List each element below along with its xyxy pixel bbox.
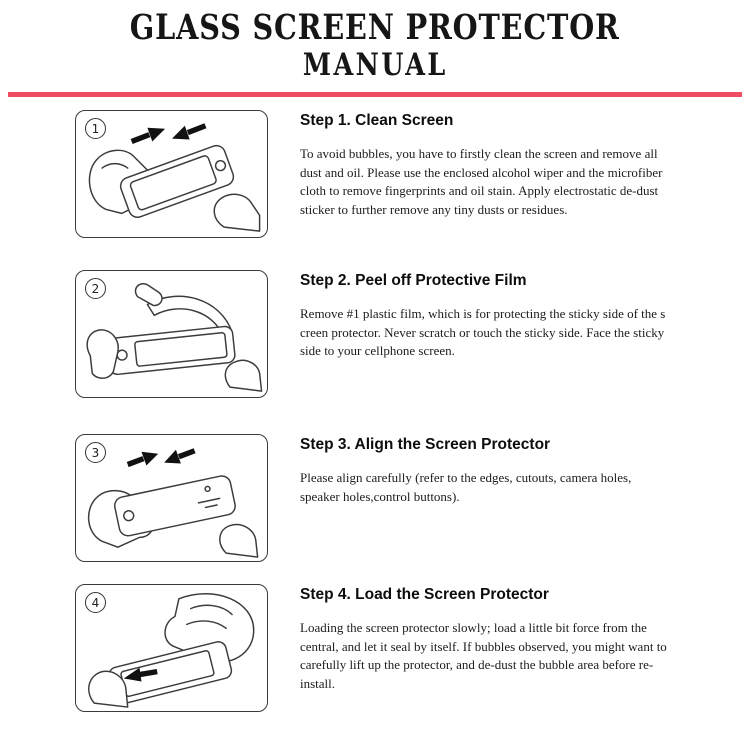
step-body: Loading the screen protector slowly; loa…: [300, 620, 667, 691]
step-row-2: 2 Step 2. Peel off Pr: [75, 270, 750, 399]
phone-illustration: [119, 145, 235, 219]
step3-illustration: 3: [75, 434, 268, 563]
title-line-2: MANUAL: [302, 46, 448, 83]
manual-steps: 1: [0, 97, 750, 713]
load-protector-illustration-icon: [88, 593, 255, 709]
peeling-film-illustration: [134, 283, 233, 338]
step-heading: Step 1. Clean Screen: [300, 112, 454, 130]
right-hand-illustration: [219, 524, 259, 559]
step1-illustration: 1: [75, 110, 268, 239]
press-arrow-icon: [123, 667, 158, 682]
step-number-badge: 3: [85, 442, 106, 464]
pressing-hand-illustration: [164, 593, 255, 664]
step-body: Please align carefully (refer to the edg…: [300, 470, 632, 504]
peel-film-illustration-icon: [86, 283, 263, 393]
step-number-badge: 2: [85, 278, 106, 300]
clean-screen-illustration-icon: [88, 123, 261, 233]
step-row-4: 4 Step 4.: [75, 584, 750, 713]
step-heading: Step 2. Peel off Protective Film: [300, 272, 527, 290]
align-arrows-icon: [126, 448, 196, 468]
manual-title: GLASS SCREEN PROTECTOR MANUAL: [0, 0, 750, 81]
thumb-illustration: [86, 329, 119, 380]
align-protector-illustration-icon: [87, 448, 259, 559]
step-row-1: 1: [75, 110, 750, 239]
wipe-arrows-icon: [130, 123, 207, 145]
step-heading: Step 4. Load the Screen Protector: [300, 586, 549, 604]
step-number-badge: 4: [85, 592, 106, 614]
step-body: To avoid bubbles, you have to firstly cl…: [300, 146, 663, 217]
step-row-3: 3: [75, 434, 750, 563]
step3-text: Step 3. Align the Screen Protector Pleas…: [300, 434, 672, 506]
phone-illustration: [106, 326, 236, 376]
phone-illustration: [108, 641, 233, 705]
step1-text: Step 1. Clean Screen To avoid bubbles, y…: [300, 110, 672, 219]
right-hand-illustration: [213, 193, 261, 233]
step4-illustration: 4: [75, 584, 268, 713]
title-divider: [8, 92, 742, 98]
title-line-1: GLASS SCREEN PROTECTOR: [130, 7, 620, 48]
step-heading: Step 3. Align the Screen Protector: [300, 436, 551, 454]
step2-illustration: 2: [75, 270, 268, 399]
step-number-badge: 1: [85, 118, 106, 140]
step4-text: Step 4. Load the Screen Protector Loadin…: [300, 584, 672, 693]
step2-text: Step 2. Peel off Protective Film Remove …: [300, 270, 672, 360]
phone-illustration: [113, 475, 236, 537]
left-hand-illustration: [88, 670, 129, 709]
step-body: Remove #1 plastic film, which is for pro…: [300, 306, 666, 359]
right-hand-illustration: [224, 359, 263, 393]
